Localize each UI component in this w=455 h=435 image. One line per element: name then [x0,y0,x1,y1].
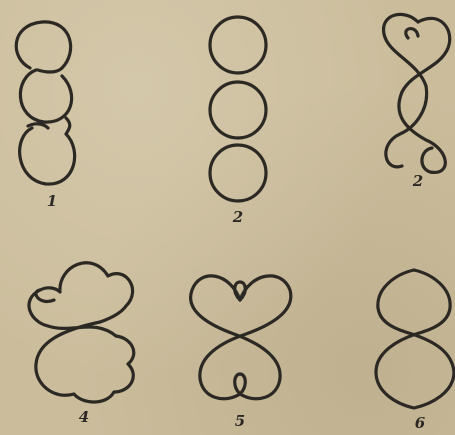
figure-4-label: 4 [79,408,89,426]
figure-2-chain [210,17,266,201]
figure-1-chain [16,22,74,184]
figure-1-label: 1 [47,192,57,210]
figure-4-lower-cloud [36,322,134,402]
figure-5-label: 5 [235,412,245,430]
figure-6-knot [376,270,454,408]
figure-2-middle-circle [210,82,266,138]
figure-3-inner-loop [406,29,418,38]
figure-2-label: 2 [232,208,243,226]
figure-2-top-circle [210,17,266,73]
figure-6-label: 6 [415,414,426,432]
figure-1-middle-loop [20,70,71,122]
figure-1-top-loop [16,22,70,68]
figure-5-knot [191,276,291,399]
figure-5-bottom-inner-loop [235,374,246,394]
figure-2-bottom-circle [210,145,266,201]
figure-6-lower-bulb [376,372,454,408]
figure-4-knot [29,263,134,402]
figure-5-bottom-heart [200,378,280,399]
figure-3-label: 2 [412,172,423,190]
figure-3-knot [384,14,450,172]
figure-3-left-lobe [384,14,426,86]
figure-4-upper-cloud [29,263,133,326]
figure-4-left-loop [36,290,54,301]
